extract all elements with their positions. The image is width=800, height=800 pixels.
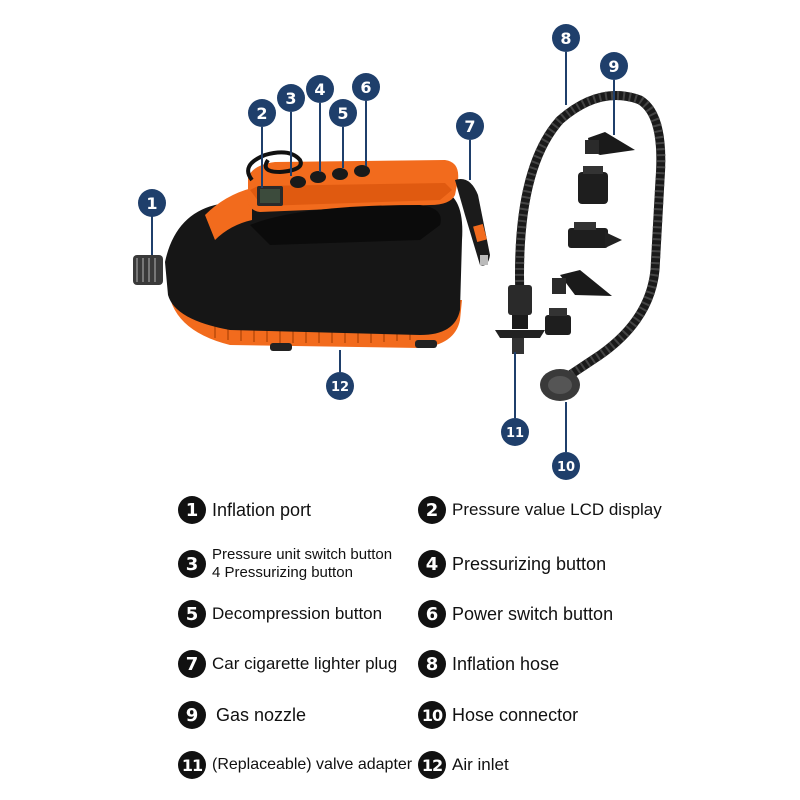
legend-item-9: 9 Gas nozzle [178,701,306,729]
legend-number-badge: 5 [178,600,206,628]
inflation-hose-illustration [495,91,666,401]
legend-number-badge: 11 [178,751,206,779]
svg-text:10: 10 [557,460,575,475]
legend-label: Air inlet [452,755,509,774]
legend-label: Power switch button [452,604,614,624]
callout-11: 11 [501,418,529,446]
legend-number-badge: 12 [418,751,446,779]
legend-number-badge: 2 [418,496,446,524]
legend-label: Pressure value LCD display [452,500,662,519]
legend-label: Inflation hose [452,654,560,674]
svg-text:9: 9 [608,57,619,76]
callout-2: 2 [248,99,276,127]
legend-label-line-2: 4 Pressurizing button [212,564,353,581]
legend-item-2: 2 Pressure value LCD display [418,496,662,524]
legend-item-12: 12 Air inlet [418,751,509,779]
callout-7: 7 [456,112,484,140]
legend-number-badge: 3 [178,550,206,578]
callout-leader-lines [151,52,615,452]
legend-label: Pressurizing button [452,554,607,574]
legend-label-line-1: Pressure unit switch button [212,546,393,563]
legend-number-badge: 9 [178,701,206,729]
legend-label: Inflation port [212,500,312,520]
callout-1: 1 [138,189,166,217]
legend-item-4: 4 Pressurizing button [418,550,606,578]
svg-text:1: 1 [146,194,157,213]
svg-text:7: 7 [464,117,475,136]
callout-4: 4 [306,75,334,103]
callout-6: 6 [352,73,380,101]
legend-label: Car cigarette lighter plug [212,654,398,673]
legend-item-8: 8 Inflation hose [418,650,559,678]
legend-number-badge: 6 [418,600,446,628]
legend-item-5: 5 Decompression button [178,600,382,628]
legend-item-1: 1 Inflation port [178,496,311,524]
callout-10: 10 [552,452,580,480]
svg-text:2: 2 [256,104,267,123]
callout-3: 3 [277,84,305,112]
product-diagram: 1 2 3 4 5 6 7 8 9 10 11 12 [133,24,666,480]
svg-text:8: 8 [560,29,571,48]
legend-label: (Replaceable) valve adapter [212,756,413,773]
svg-text:12: 12 [331,380,349,395]
callout-5: 5 [329,99,357,127]
svg-text:11: 11 [506,426,524,441]
legend-item-7: 7 Car cigarette lighter plug [178,650,397,678]
callout-8: 8 [552,24,580,52]
legend-number-badge: 8 [418,650,446,678]
air-pump-illustration [133,150,490,351]
nozzle-illustration [545,132,635,335]
svg-text:4: 4 [314,80,325,99]
legend-item-10: 10 Hose connector [418,701,578,729]
legend-number-badge: 7 [178,650,206,678]
legend-label: Hose connector [452,705,579,725]
legend-number-badge: 4 [418,550,446,578]
legend-item-6: 6 Power switch button [418,600,613,628]
callout-12: 12 [326,372,354,400]
legend-label: Decompression button [212,604,383,623]
legend-item-11: 11 (Replaceable) valve adapter [178,751,412,779]
legend-label: Pressure unit switch button 4 Pressurizi… [212,546,392,582]
callout-9: 9 [600,52,628,80]
legend-item-3: 3 Pressure unit switch button 4 Pressuri… [178,546,392,582]
legend: 1 Inflation port 2 Pressure value LCD di… [0,480,800,800]
legend-number-badge: 10 [418,701,446,729]
svg-text:6: 6 [360,78,371,97]
legend-label: Gas nozzle [216,705,307,725]
svg-text:3: 3 [285,89,296,108]
legend-number-badge: 1 [178,496,206,524]
svg-text:5: 5 [337,104,348,123]
